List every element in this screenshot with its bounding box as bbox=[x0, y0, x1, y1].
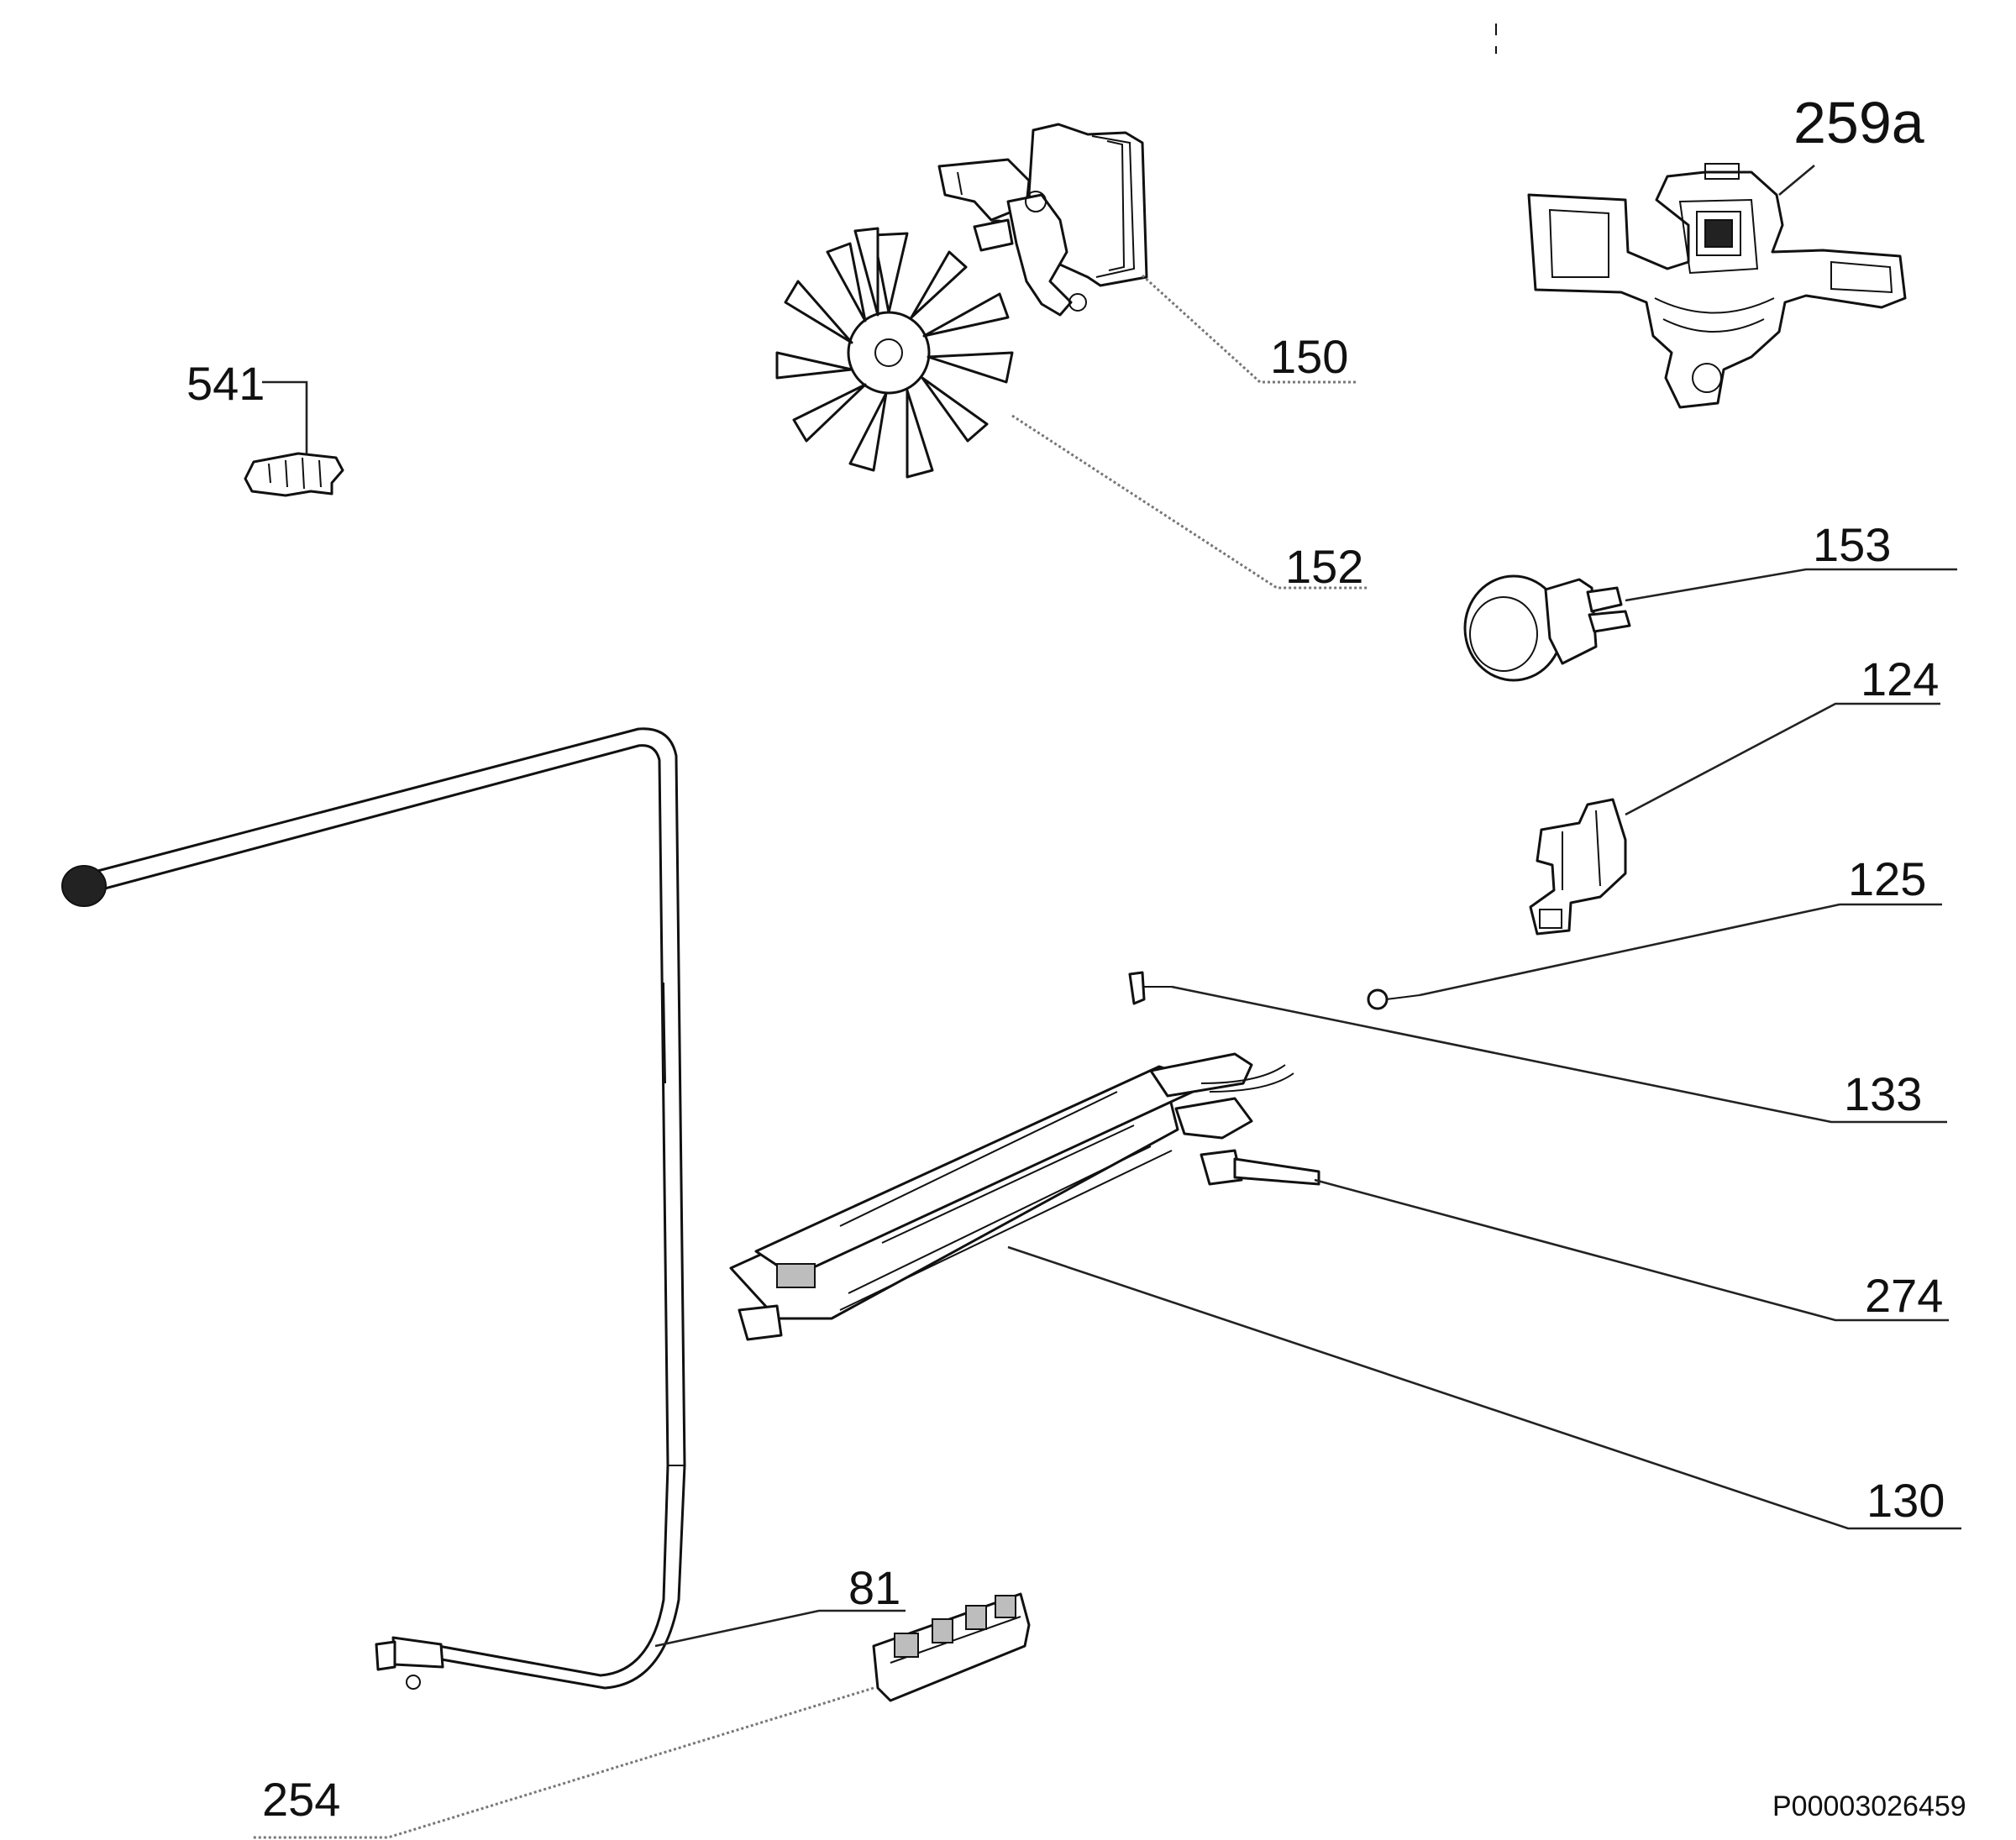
label-130: 130 bbox=[1866, 1474, 1945, 1527]
label-125: 125 bbox=[1848, 852, 1926, 905]
cable-clip-part bbox=[244, 452, 344, 497]
oven-lamp-part bbox=[1463, 574, 1631, 682]
leader-133 bbox=[1171, 985, 1947, 1124]
gas-burner-part bbox=[729, 1052, 1320, 1341]
leader-153 bbox=[1625, 568, 1957, 602]
leader-124 bbox=[1625, 702, 1940, 816]
label-274: 274 bbox=[1865, 1269, 1943, 1322]
label-133: 133 bbox=[1844, 1067, 1922, 1120]
leader-274 bbox=[1314, 1178, 1949, 1322]
label-124: 124 bbox=[1861, 653, 1939, 705]
label-259a: 259a bbox=[1793, 90, 1924, 155]
leader-125 bbox=[1419, 903, 1942, 997]
thermostat-part bbox=[1527, 163, 1907, 409]
label-150: 150 bbox=[1270, 330, 1348, 383]
drawing-code: P00003026459 bbox=[1772, 1790, 1966, 1822]
thermocouple-bracket-part bbox=[1529, 798, 1627, 936]
gas-pipe-part bbox=[61, 727, 686, 1690]
label-81: 81 bbox=[848, 1561, 900, 1614]
injector-part bbox=[1128, 971, 1172, 1005]
fan-blade-part bbox=[775, 227, 1014, 479]
screw-part bbox=[1367, 988, 1420, 1010]
leader-130 bbox=[1007, 1245, 1961, 1530]
label-153: 153 bbox=[1813, 518, 1891, 571]
leader-259a bbox=[1778, 165, 1815, 196]
label-152: 152 bbox=[1285, 540, 1363, 593]
fan-motor-part bbox=[937, 123, 1148, 317]
ignition-block-part bbox=[872, 1592, 1031, 1702]
leader-150 bbox=[1141, 274, 1357, 384]
leader-541 bbox=[262, 380, 308, 453]
leader-254 bbox=[252, 1686, 874, 1839]
leader-81 bbox=[654, 1609, 906, 1648]
label-254: 254 bbox=[262, 1773, 340, 1826]
label-541: 541 bbox=[186, 357, 265, 410]
